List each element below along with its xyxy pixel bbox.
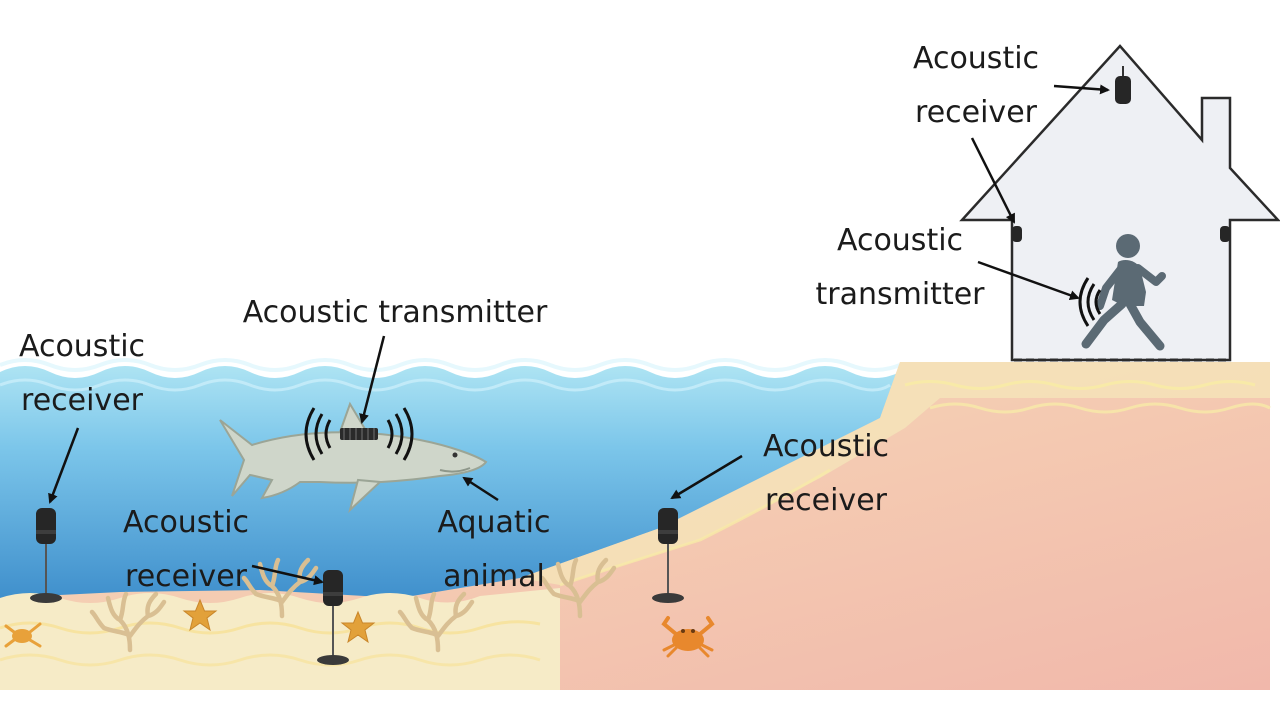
running-person-icon xyxy=(1081,234,1166,351)
acoustic-transmitter-icon xyxy=(304,407,414,461)
label-line: Acoustic xyxy=(122,505,250,540)
crab-icon xyxy=(661,616,715,658)
label-line: receiver xyxy=(21,383,143,418)
label-aquatic-animal: Aquatic animal xyxy=(424,496,564,604)
label-line: Acoustic transmitter xyxy=(242,295,548,330)
label-receiver-seabed: Acoustic receiver xyxy=(116,496,256,604)
label-receiver-slope: Acoustic receiver xyxy=(756,420,896,528)
label-transmitter-house: Acoustic transmitter xyxy=(808,214,992,322)
acoustic-receiver-icon xyxy=(1012,66,1230,242)
label-line: Acoustic xyxy=(912,41,1040,76)
label-line: receiver xyxy=(125,559,247,594)
label-transmitter-sea: Acoustic transmitter xyxy=(230,286,560,340)
label-receiver-left: Acoustic receiver xyxy=(12,320,152,428)
label-line: transmitter xyxy=(815,277,985,312)
label-receiver-house: Acoustic receiver xyxy=(906,32,1046,140)
label-line: Acoustic xyxy=(836,223,964,258)
label-line: animal xyxy=(443,559,545,594)
label-line: Acoustic xyxy=(18,329,146,364)
crab-icon xyxy=(4,622,42,648)
house-icon xyxy=(959,44,1280,362)
label-line: Acoustic xyxy=(762,429,890,464)
label-line: Aquatic xyxy=(437,505,551,540)
acoustic-transmitter-icon xyxy=(1078,277,1102,327)
label-arrows xyxy=(48,84,1110,586)
label-line: receiver xyxy=(765,483,887,518)
label-line: receiver xyxy=(915,95,1037,130)
